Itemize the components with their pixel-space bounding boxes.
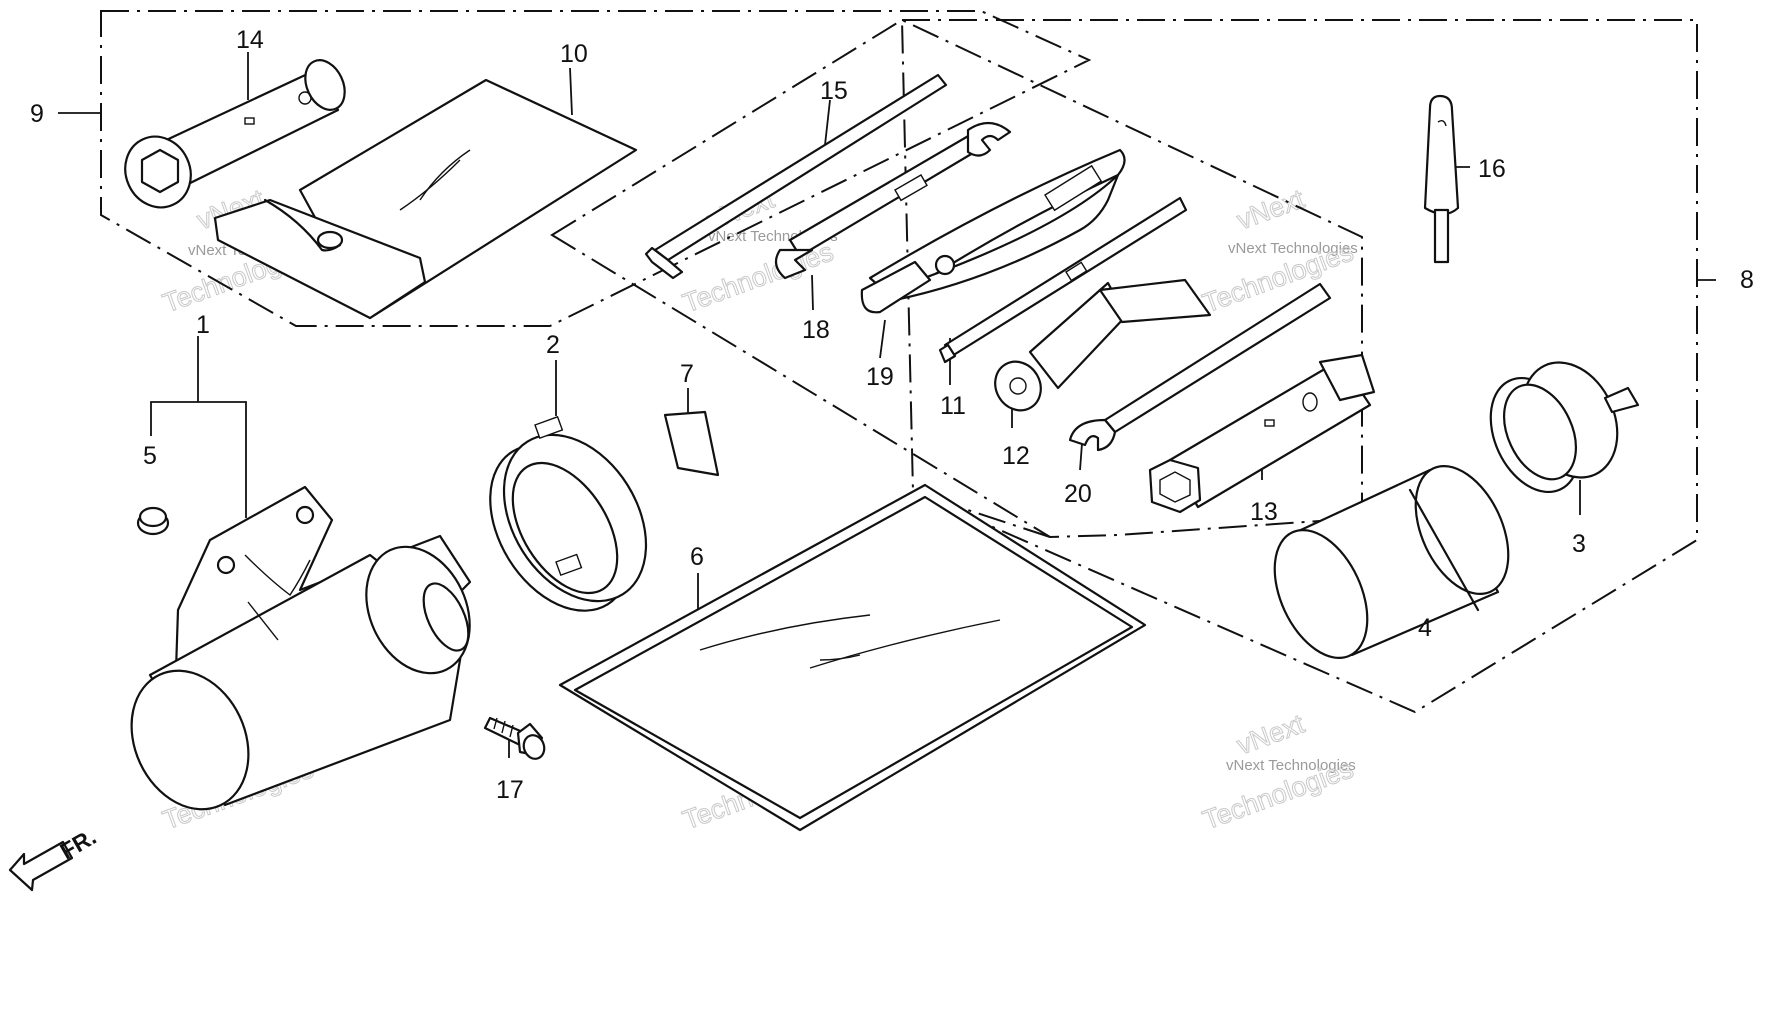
callout-4: 4 — [1418, 614, 1432, 642]
callout-20: 20 — [1064, 480, 1092, 508]
callout-5: 5 — [143, 442, 157, 470]
watermark-3: vNext vNext Technologies Technologies — [1198, 183, 1358, 319]
part-1-tool-tube-holder — [130, 485, 472, 811]
callout-16: 16 — [1478, 155, 1506, 183]
callout-11: 11 — [940, 392, 966, 420]
callout-15: 15 — [820, 77, 848, 105]
part-5-grommet — [136, 506, 170, 536]
callout-7: 7 — [680, 360, 694, 388]
part-3-ring — [1489, 361, 1640, 494]
part-17-bolt — [483, 716, 546, 760]
part-10-tool-bag — [213, 78, 638, 320]
part-12-screwdriver-handle — [994, 278, 1212, 412]
part-6-manual-bag — [558, 483, 1147, 832]
part-19-pliers — [860, 148, 1126, 314]
part-15-hex-key — [644, 73, 948, 280]
callout-8: 8 — [1740, 266, 1754, 294]
callout-17: 17 — [496, 776, 524, 804]
callout-9: 9 — [30, 100, 44, 128]
part-18-open-end-wrench — [774, 121, 1012, 280]
boundary-group-8 — [900, 19, 1698, 714]
front-arrow-icon — [8, 840, 74, 892]
callout-18: 18 — [802, 316, 830, 344]
part-20-small-wrench — [1068, 282, 1332, 452]
callout-13: 13 — [1250, 498, 1278, 526]
callout-12: 12 — [1002, 442, 1030, 470]
part-4-cylinder — [1273, 464, 1510, 660]
watermark-6: vNext vNext Technologies Technologies — [1198, 708, 1357, 836]
part-14-box-wrench — [124, 59, 346, 209]
part-2-band — [489, 415, 648, 612]
callout-2: 2 — [546, 331, 560, 359]
svg-text:vNext: vNext — [1233, 709, 1309, 761]
part-16-pin-tool — [1423, 94, 1460, 264]
callout-labels: 1 2 3 4 5 6 7 8 9 10 11 12 13 14 15 16 1… — [30, 26, 1754, 804]
part-11-screwdriver-shaft — [938, 196, 1188, 364]
callout-1: 1 — [196, 311, 210, 339]
boundary-group-9 — [100, 10, 1092, 327]
callout-10: 10 — [560, 40, 588, 68]
front-label: FR. — [56, 823, 101, 864]
front-direction-indicator: FR. — [8, 823, 101, 892]
part-7-label — [663, 410, 720, 477]
part-13-box-wrench — [1148, 353, 1376, 514]
callout-14: 14 — [236, 26, 264, 54]
svg-text:vNext Technologies: vNext Technologies — [1226, 757, 1356, 774]
svg-text:vNext: vNext — [1233, 184, 1309, 236]
callout-19: 19 — [866, 363, 894, 391]
svg-text:vNext Technologies: vNext Technologies — [1228, 240, 1358, 257]
callout-3: 3 — [1572, 530, 1586, 558]
callout-6: 6 — [690, 543, 704, 571]
